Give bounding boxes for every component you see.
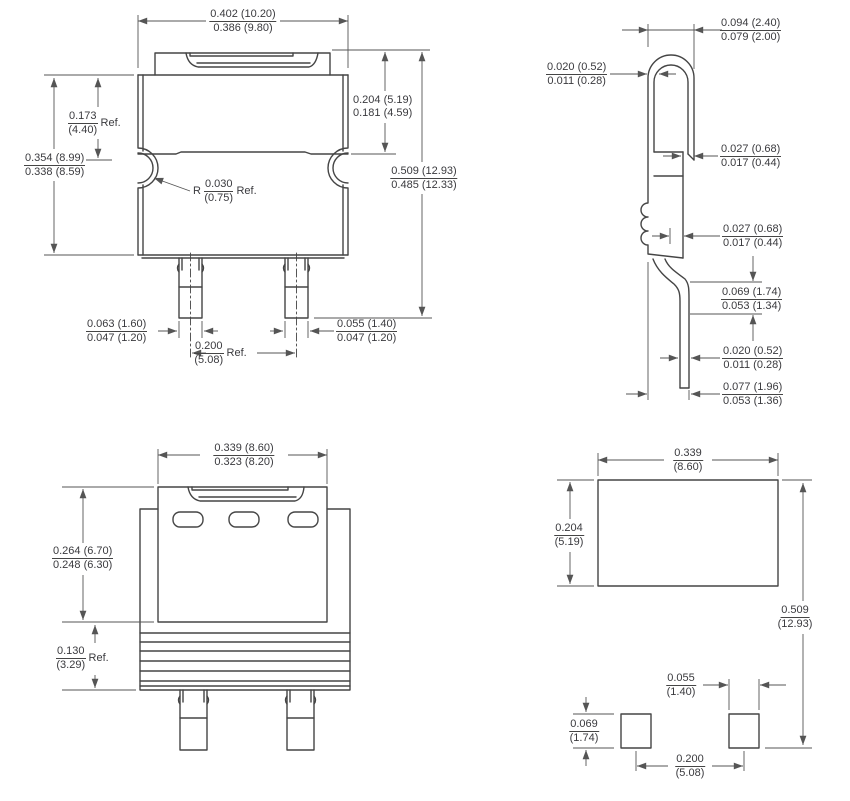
dim-max-value: 0.204 (5.19) (353, 94, 413, 106)
dim-max-value: 0.509 (12.93) (390, 165, 458, 179)
dim-max-value: 0.027 (0.68) (722, 223, 784, 237)
dim-pad-lead-pad-pitch: 0.200(5.08) (675, 753, 705, 780)
dim-max-value: 0.354 (8.99) (24, 152, 86, 166)
dim-min-value: (5.08) (675, 767, 705, 779)
dim-max-value: 0.339 (8.60) (213, 442, 275, 456)
front-view-dimension-lines (44, 15, 432, 357)
dim-min-value: 0.386 (9.80) (213, 22, 273, 34)
dim-min-value: (1.74) (569, 732, 599, 744)
dim-min-value: (3.29) (56, 659, 86, 671)
dim-back-grooved-skirt-height: 0.130(3.29) Ref. (56, 645, 109, 672)
dim-pad-tab-pad-width: 0.339(8.60) (673, 447, 703, 474)
dim-min-value: (0.75) (204, 192, 234, 204)
dim-max-value: 0.069 (1.74) (721, 286, 783, 300)
dim-min-value: 0.011 (0.28) (723, 359, 782, 371)
dim-suffix: Ref. (236, 185, 257, 197)
dim-side-lead-exit-thickness: 0.027 (0.68)0.017 (0.44) (722, 223, 784, 250)
dim-max-value: 0.077 (1.96) (722, 381, 784, 395)
dim-max-value: 0.130 (56, 645, 86, 659)
dim-front-body-height: 0.354 (8.99)0.338 (8.59) (24, 152, 86, 179)
dim-side-tab-lip-thickness: 0.027 (0.68)0.017 (0.44) (720, 143, 782, 170)
dim-max-value: 0.264 (6.70) (52, 545, 114, 559)
dim-side-lead-setback: 0.077 (1.96)0.053 (1.36) (722, 381, 784, 408)
dim-max-value: 0.055 (1.40) (336, 318, 398, 332)
dim-side-tab-thickness: 0.020 (0.52)0.011 (0.28) (546, 61, 608, 88)
dim-min-value: (1.40) (666, 686, 696, 698)
dim-min-value: 0.248 (6.30) (53, 559, 113, 571)
dim-min-value: 0.338 (8.59) (25, 166, 85, 178)
dim-max-value: 0.055 (666, 672, 696, 686)
dim-max-value: 0.339 (673, 447, 703, 461)
dim-max-value: 0.069 (569, 718, 599, 732)
dim-front-overall-height: 0.509 (12.93)0.485 (12.33) (390, 165, 458, 192)
dim-front-lead-pitch: 0.200(5.08) Ref. (194, 340, 247, 367)
front-view-outline (137, 52, 349, 359)
dim-side-tab-top-width: 0.094 (2.40)0.079 (2.00) (720, 17, 782, 44)
dim-suffix: Ref. (100, 117, 121, 129)
dim-min-value: 0.017 (0.44) (723, 237, 783, 249)
dim-max-value: 0.020 (0.52) (722, 345, 784, 359)
dim-min-value: 0.053 (1.36) (723, 395, 783, 407)
side-view-outline (640, 54, 695, 389)
dim-pad-lead-pad-height: 0.069(1.74) (569, 718, 599, 745)
dim-max-value: 0.027 (0.68) (720, 143, 782, 157)
dim-min-value: (12.93) (777, 618, 813, 630)
dim-min-value: 0.047 (1.20) (87, 332, 147, 344)
dim-max-value: 0.204 (554, 522, 584, 536)
side-view-dimension-lines (610, 24, 762, 400)
dim-max-value: 0.173 (68, 110, 98, 124)
dim-max-value: 0.030 (203, 178, 234, 192)
back-view-outline (139, 486, 351, 751)
dim-min-value: 0.323 (8.20) (214, 456, 274, 468)
dim-min-value: (8.60) (673, 461, 703, 473)
back-view-dimension-lines (62, 449, 328, 691)
land-pattern-outline (597, 479, 779, 749)
dim-pad-tab-pad-height: 0.204(5.19) (554, 522, 584, 549)
dim-max-value: 0.402 (10.20) (209, 8, 277, 22)
dim-max-value: 0.509 (780, 604, 810, 618)
dim-pad-lead-pad-width: 0.055(1.40) (666, 672, 696, 699)
dim-front-left-lead-width: 0.063 (1.60)0.047 (1.20) (86, 318, 148, 345)
dim-front-tab-to-mold-height: 0.204 (5.19)0.181 (4.59) (353, 94, 412, 120)
dim-max-value: 0.200 (675, 753, 705, 767)
dim-front-right-lead-width: 0.055 (1.40)0.047 (1.20) (336, 318, 398, 345)
dim-min-value: 0.079 (2.00) (721, 31, 781, 43)
dim-suffix: Ref. (88, 652, 109, 664)
dim-front-body-width: 0.402 (10.20)0.386 (9.80) (209, 8, 277, 35)
dim-max-value: 0.020 (0.52) (546, 61, 608, 75)
dim-min-value: (5.19) (554, 536, 584, 548)
dim-back-tab-height: 0.264 (6.70)0.248 (6.30) (52, 545, 114, 572)
dim-front-side-notch-radius: R 0.030(0.75) Ref. (193, 178, 257, 205)
dim-side-lead-thickness: 0.020 (0.52)0.011 (0.28) (722, 345, 784, 372)
dim-min-value: 0.011 (0.28) (547, 75, 606, 87)
dim-max-value: 0.200 (194, 340, 224, 354)
dim-min-value: 0.047 (1.20) (337, 332, 397, 344)
land-pattern-dimension-lines (557, 453, 812, 771)
dim-suffix: Ref. (226, 347, 247, 359)
dim-max-value: 0.063 (1.60) (86, 318, 148, 332)
dim-max-value: 0.094 (2.40) (720, 17, 782, 31)
dim-min-value: 0.017 (0.44) (721, 157, 781, 169)
dim-side-lead-standoff: 0.069 (1.74)0.053 (1.34) (721, 286, 783, 313)
dim-min-value: (4.40) (68, 124, 98, 136)
dim-min-value: 0.485 (12.33) (391, 179, 457, 191)
dim-min-value: (5.08) (194, 354, 224, 366)
dim-pad-overall-length: 0.509(12.93) (778, 604, 813, 631)
dim-prefix: R (193, 185, 201, 197)
dim-min-value: 0.053 (1.34) (722, 300, 782, 312)
dim-front-upper-body-height: 0.173(4.40) Ref. (68, 110, 121, 137)
dim-back-tab-width: 0.339 (8.60)0.323 (8.20) (213, 442, 275, 469)
dim-min-value: 0.181 (4.59) (353, 107, 413, 119)
